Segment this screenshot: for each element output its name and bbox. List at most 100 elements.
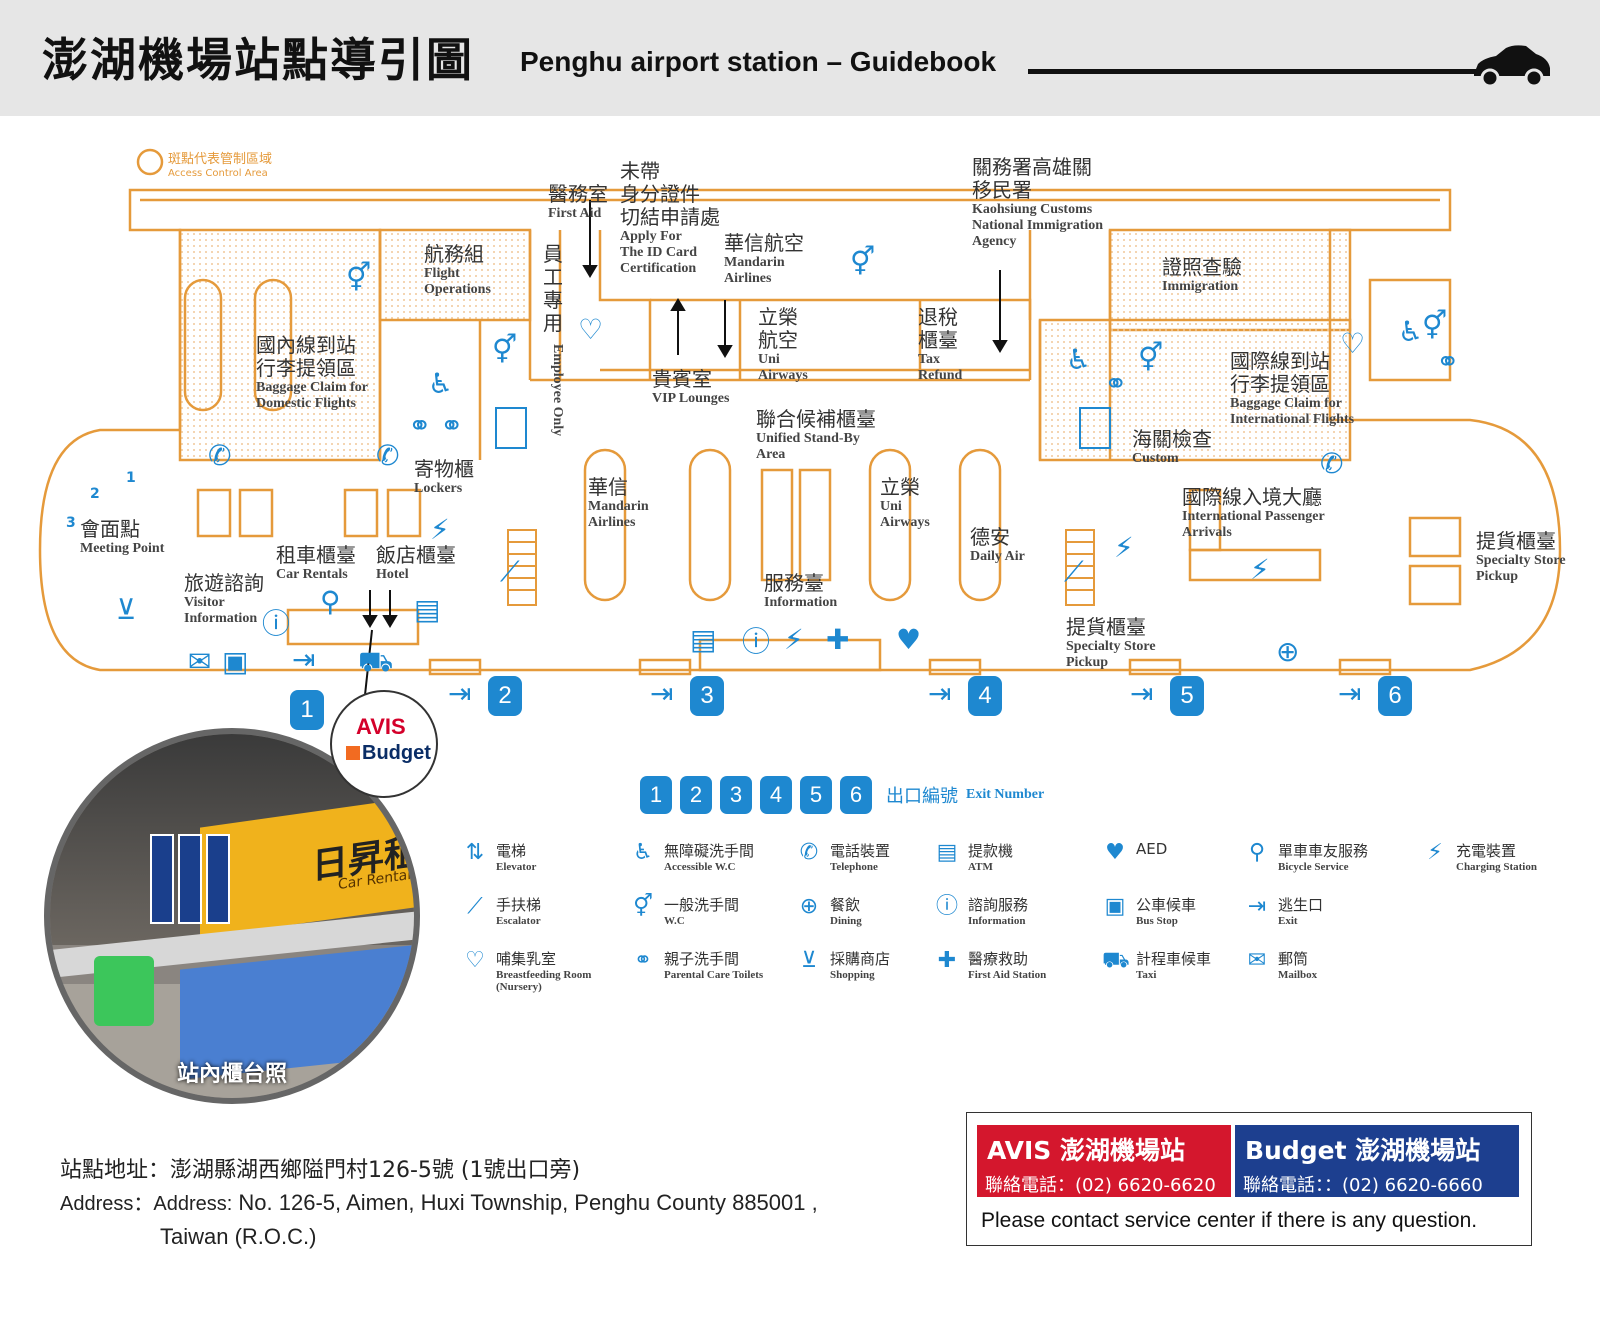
bicycle-icon: ⚲ (1248, 840, 1266, 865)
uni-mid-en2: Airways (880, 515, 930, 531)
exit-5-badge[interactable]: 5 (1170, 676, 1204, 716)
legend-label-en: Exit (1278, 915, 1298, 927)
shopping-icon: ⊻ (800, 948, 818, 973)
access-control-label: 斑點代表管制區域 Access Control Area (168, 152, 273, 179)
avis-phone[interactable]: 聯絡電話：(02) 6620-6620 (985, 1175, 1216, 1196)
id-card-en3: Certification (620, 261, 697, 277)
domestic-claim-en2: Domestic Flights (256, 396, 356, 412)
wc-icon: ⚥ (1422, 309, 1448, 342)
standby-area-label: 聯合候補櫃臺 Unified Stand-By Area (756, 408, 876, 463)
address-en: Address：Address: No. 126-5, Aimen, Huxi … (60, 1186, 940, 1254)
exit-legend-en: Exit Number (966, 787, 1045, 802)
immigration-zh: 證照查驗 (1162, 255, 1242, 279)
dining-icon: ⊕ (1276, 635, 1300, 668)
uni-top-zh2: 航空 (758, 328, 798, 352)
nursery-icon: ♡ (465, 948, 485, 973)
budget-phone[interactable]: 聯絡電話：：(02) 6620-6660 (1243, 1175, 1483, 1196)
photo-caption: 站內櫃台照 (176, 1062, 287, 1087)
uni-top-en2: Airways (758, 368, 808, 384)
legend-label-zh: 單車車友服務 (1278, 842, 1369, 860)
parental-toilet-icon: ⚭ (633, 948, 653, 973)
exit-4-badge[interactable]: 4 (968, 676, 1002, 716)
avis-contact: AVIS 澎湖機場站 聯絡電話：(02) 6620-6620 (977, 1125, 1231, 1197)
budget-logo-text: Budget (362, 742, 431, 764)
standby-zh: 聯合候補櫃臺 (756, 407, 876, 431)
intl-claim-en1: Baggage Claim for (1230, 396, 1342, 411)
car-icon (1474, 45, 1550, 88)
exit-icon: ⇥ (1247, 894, 1267, 919)
bus-icon: ▣ (1104, 894, 1126, 919)
mandarin-mid-zh: 華信 (588, 475, 628, 499)
mandarin-airlines-mid-label: 華信 Mandarin Airlines (588, 476, 649, 531)
specialty-right-en2: Pickup (1476, 569, 1519, 585)
exit-legend-3: 3 (720, 776, 752, 814)
wc-icon: ⚥ (633, 894, 653, 919)
tax-refund-zh1: 退稅 (918, 305, 958, 329)
hotel-label: 飯店櫃臺 Hotel (376, 544, 456, 583)
standby-en1: Unified Stand-By (756, 431, 860, 446)
legend-label-zh: 手扶梯 (496, 896, 542, 914)
parental-toilet-icon: ⚭ (1104, 367, 1128, 400)
access-control-zh: 斑點代表管制區域 (168, 152, 273, 167)
telephone-icon: ✆ (376, 439, 400, 472)
exit-icon: ⇥ (1130, 677, 1154, 710)
legend-label-zh: 電梯 (496, 842, 527, 860)
legend-label-en: Telephone (830, 861, 878, 873)
budget-contact: Budget 澎湖機場站 聯絡電話：：(02) 6620-6660 (1235, 1125, 1519, 1197)
contact-box: AVIS 澎湖機場站 聯絡電話：(02) 6620-6620 Budget 澎湖… (966, 1112, 1532, 1246)
exit-1-badge[interactable]: 1 (290, 690, 324, 730)
mailbox-icon: ✉ (1247, 948, 1267, 973)
first-aid-en: First Aid (548, 206, 602, 221)
legend-label-zh: 醫療救助 (968, 950, 1029, 968)
uni-airways-mid-label: 立榮 Uni Airways (880, 476, 930, 531)
car-rental-zh: 租車櫃臺 (276, 543, 356, 567)
information-icon: ⓘ (742, 625, 771, 658)
vip-en: VIP Lounges (652, 391, 730, 406)
hotel-en: Hotel (376, 567, 409, 582)
wc-icon: ⚥ (850, 245, 876, 278)
legend-label-en: Escalator (496, 915, 541, 927)
wc-icon: ⚥ (492, 333, 518, 366)
contact-note: Please contact service center if there i… (981, 1209, 1478, 1232)
uni-airways-top-label: 立榮 航空 Uni Airways (758, 306, 808, 384)
avis-budget-logo: AVIS Budget (330, 690, 438, 798)
atm-icon: ▤ (414, 593, 441, 626)
legend-label-en: W.C (664, 915, 685, 927)
domestic-claim-zh2: 行李提領區 (256, 356, 356, 380)
mandarin-mid-en1: Mandarin (588, 499, 649, 514)
information-desk-label: 服務臺 Information (764, 572, 837, 611)
international-baggage-claim-label: 國際線到站 行李提領區 Baggage Claim for Internatio… (1230, 350, 1354, 428)
exit-3-badge[interactable]: 3 (690, 676, 724, 716)
bicycle-icon: ⚲ (320, 585, 341, 618)
mandarin-top-zh: 華信航空 (724, 231, 804, 255)
international-arrivals-label: 國際線入境大廳 International Passenger Arrivals (1182, 486, 1325, 541)
budget-mark-icon (346, 746, 360, 760)
exit-2-badge[interactable]: 2 (488, 676, 522, 716)
customs-top-zh1: 關務署高雄關 (972, 155, 1092, 179)
aed-icon: ♥ (896, 623, 922, 656)
visitor-information-label: 旅遊諮詢 Visitor Information (184, 572, 264, 627)
intl-arrivals-en1: International Passenger (1182, 509, 1325, 524)
exit-icon: ⇥ (928, 677, 952, 710)
charging-icon: ⚡ (430, 513, 450, 546)
exit-icon: ⇥ (1338, 677, 1362, 710)
aed-icon: ♥ (1105, 840, 1125, 865)
exit-6-badge[interactable]: 6 (1378, 676, 1412, 716)
flight-operations-label: 航務組 Flight Operations (424, 243, 491, 298)
photo-poster (178, 834, 202, 924)
legend-label-en: Mailbox (1278, 969, 1318, 981)
legend-label-zh: 無障礙洗手間 (664, 842, 755, 860)
nursery-icon: ♡ (578, 313, 604, 346)
meeting-number-2: 2 (90, 486, 100, 502)
legend-label-zh: 電話裝置 (830, 842, 891, 860)
